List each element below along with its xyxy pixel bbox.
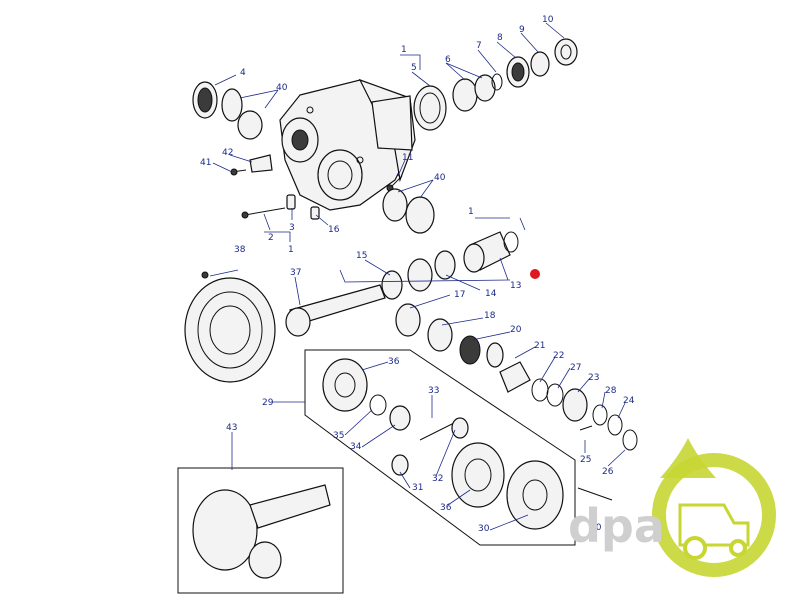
callout-37: 37 [290, 268, 301, 278]
callout-7: 7 [476, 41, 482, 51]
ring-24 [607, 414, 623, 436]
callout-33: 33 [428, 386, 439, 396]
dpa-watermark: dpa [568, 438, 776, 577]
shaft-assembly-13 [463, 231, 519, 273]
callout-18: 18 [484, 311, 496, 321]
callout-11: 11 [402, 153, 413, 163]
washer-22 [531, 378, 549, 402]
callout-30b: 30 [590, 523, 602, 533]
seal-27 [546, 383, 564, 407]
gear-32 [451, 417, 469, 439]
callout-2: 2 [268, 233, 274, 243]
flange-23 [562, 388, 588, 422]
callout-23: 23 [588, 373, 599, 383]
bolt-41 [230, 168, 247, 176]
sleeve-9 [530, 51, 550, 77]
callout-10: 10 [542, 15, 554, 25]
bearing-6 [452, 74, 496, 112]
pinion-37 [285, 284, 386, 337]
seal-5 [413, 85, 447, 131]
seal-8 [506, 56, 530, 88]
oring-7 [491, 73, 503, 91]
callout-22: 22 [553, 351, 564, 361]
tractor-icon [678, 503, 750, 547]
callout-20: 20 [510, 325, 522, 335]
inset-box-43 [177, 467, 344, 594]
callout-9: 9 [519, 25, 525, 35]
callout-14: 14 [485, 289, 497, 299]
callout-41: 41 [200, 158, 211, 168]
diff-half-36b [451, 442, 505, 508]
callout-35: 35 [333, 431, 344, 441]
callout-1c: 1 [468, 207, 474, 217]
callout-27: 27 [570, 363, 581, 373]
diff-half-36a [322, 358, 368, 412]
seal-18 [427, 318, 453, 352]
bearing-cup-4 [192, 81, 218, 119]
washer-35 [369, 394, 387, 416]
plug-38 [201, 271, 209, 279]
gear-34 [389, 405, 411, 431]
callout-17: 17 [454, 290, 465, 300]
callouts: 1 5 4 40 6 7 8 9 10 42 41 11 40 2 1 3 16… [200, 15, 635, 534]
ring-20 [486, 342, 504, 368]
callout-38: 38 [234, 245, 246, 255]
callout-1b: 1 [288, 245, 294, 255]
marker-dot [530, 269, 540, 279]
callout-40b: 40 [434, 173, 446, 183]
ring-gear-38 [184, 277, 276, 383]
callout-1: 1 [401, 45, 407, 55]
pin-16 [310, 206, 320, 220]
shim-42 [249, 154, 273, 173]
callout-25: 25 [580, 455, 591, 465]
callout-15: 15 [356, 251, 367, 261]
bearing-40b [382, 188, 435, 234]
callout-28: 28 [605, 386, 617, 396]
leader-lines [209, 22, 626, 531]
bearing-cup-40a [221, 88, 263, 140]
seal-17 [395, 303, 421, 337]
callout-3: 3 [289, 223, 295, 233]
callout-5: 5 [411, 63, 417, 73]
wheat-icon [660, 438, 716, 478]
watermark-text: dpa [568, 499, 665, 553]
callout-16: 16 [328, 225, 340, 235]
callout-26: 26 [602, 467, 614, 477]
bearing-15 [381, 270, 403, 300]
callout-4: 4 [240, 68, 246, 78]
bolt-30b [577, 487, 613, 501]
bolt-25 [579, 425, 593, 431]
callout-32: 32 [432, 474, 443, 484]
spring-19 [459, 335, 481, 365]
callout-6: 6 [445, 55, 451, 65]
callout-8: 8 [497, 33, 503, 43]
logo-ring-icon [652, 453, 776, 577]
callout-13: 13 [510, 281, 521, 291]
callout-29: 29 [262, 398, 274, 408]
nut-10 [554, 38, 578, 66]
callout-31: 31 [412, 483, 423, 493]
callout-36b: 36 [440, 503, 452, 513]
callout-34: 34 [350, 442, 362, 452]
ring-26 [622, 429, 638, 451]
pin-3 [286, 194, 296, 210]
callout-40a: 40 [276, 83, 288, 93]
callout-42: 42 [222, 148, 233, 158]
callout-24: 24 [623, 396, 635, 406]
diff-case-30 [506, 460, 564, 530]
callout-36a: 36 [388, 357, 400, 367]
bolt-2 [241, 207, 286, 219]
ring-28 [592, 404, 608, 426]
gear-31 [391, 454, 409, 476]
ring-14 [407, 250, 456, 292]
axle-housing [279, 78, 416, 211]
callout-21: 21 [534, 341, 545, 351]
callout-30: 30 [478, 524, 490, 534]
coupling-21 [499, 361, 531, 393]
callout-43: 43 [226, 423, 237, 433]
differential-box-29 [304, 349, 576, 546]
